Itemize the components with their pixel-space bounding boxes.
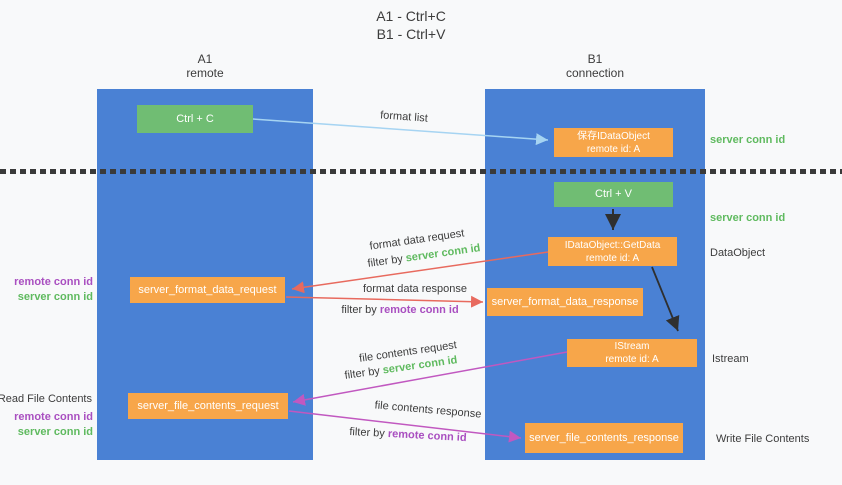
ctrl-v-label: Ctrl + V xyxy=(595,188,632,200)
remote-conn-id-text: remote conn id xyxy=(14,411,93,423)
server-format-data-response-box: server_format_data_response xyxy=(487,288,643,316)
lifeline-a1-name: A1 xyxy=(197,52,213,66)
server-file-contents-request-box: server_file_contents_request xyxy=(128,393,288,419)
dataobject-label: DataObject xyxy=(710,247,766,259)
left-format-conn-ids: remote conn id server conn id xyxy=(14,275,93,304)
istream-line2: remote id: A xyxy=(605,354,659,365)
format-data-response-label: format data response xyxy=(363,283,467,295)
server-format-data-response-label: server_format_data_response xyxy=(491,295,639,308)
server-conn-id-text: server conn id xyxy=(17,290,93,303)
remote-conn-id-text: remote conn id xyxy=(14,276,93,288)
filter-by-text: filter by xyxy=(343,364,384,382)
diagram-title: A1 - Ctrl+C B1 - Ctrl+V xyxy=(321,7,501,43)
getdata-box: IDataObject::GetData remote id: A xyxy=(548,237,677,266)
lifeline-b1-name: B1 xyxy=(587,52,603,66)
server-file-contents-response-box: server_file_contents_response xyxy=(525,423,683,453)
filter-by-remote-conn-id-label-1: filter by remote conn id xyxy=(341,304,458,316)
ctrl-v-action-box: Ctrl + V xyxy=(554,182,673,207)
left-file-conn-ids: remote conn id server conn id xyxy=(14,410,93,439)
save-dataobject-box: 保存IDataObject remote id: A xyxy=(554,128,673,157)
save-dataobject-line2: remote id: A xyxy=(586,143,641,155)
phase-separator-dotted-line xyxy=(0,169,842,174)
filter-by-text: filter by xyxy=(341,304,380,316)
getdata-line2: remote id: A xyxy=(585,252,640,264)
format-list-label: format list xyxy=(379,109,429,125)
server-conn-id-mid-right: server conn id xyxy=(710,212,786,224)
istream-box: IStream remote id: A xyxy=(567,339,697,367)
write-file-contents-label: Write File Contents xyxy=(716,433,810,445)
filter-by-text: filter by xyxy=(366,252,407,270)
ctrl-c-action-box: Ctrl + C xyxy=(137,105,253,133)
istream-side-label: Istream xyxy=(712,353,749,365)
getdata-line1: IDataObject::GetData xyxy=(564,239,661,251)
server-format-data-request-box: server_format_data_request xyxy=(130,277,285,303)
filter-by-text: filter by xyxy=(349,425,389,440)
server-conn-id-top-right: server conn id xyxy=(710,134,786,146)
save-dataobject-line1: 保存IDataObject xyxy=(577,130,650,142)
server-conn-id-text: server conn id xyxy=(17,425,93,438)
file-contents-response-label: file contents response xyxy=(374,399,482,421)
ctrl-c-label: Ctrl + C xyxy=(176,112,214,125)
server-file-contents-response-label: server_file_contents_response xyxy=(529,431,679,444)
read-file-contents-label: Read File Contents xyxy=(0,393,92,405)
title-line-1: A1 - Ctrl+C xyxy=(376,8,446,24)
server-file-contents-request-label: server_file_contents_request xyxy=(137,399,279,412)
server-format-data-request-label: server_format_data_request xyxy=(138,283,277,296)
lifeline-header-b1: B1 connection xyxy=(535,52,655,80)
lifeline-a1-role: remote xyxy=(186,66,224,80)
format-data-response-arrow xyxy=(285,295,484,308)
lifeline-header-a1: A1 remote xyxy=(145,52,265,80)
title-line-2: B1 - Ctrl+V xyxy=(376,26,446,42)
istream-line1: IStream xyxy=(614,341,650,352)
remote-conn-id-text: remote conn id xyxy=(387,427,467,445)
filter-by-remote-conn-id-label-2: filter by remote conn id xyxy=(349,426,467,444)
remote-conn-id-text: remote conn id xyxy=(379,304,459,316)
lifeline-b1-role: connection xyxy=(565,66,625,80)
